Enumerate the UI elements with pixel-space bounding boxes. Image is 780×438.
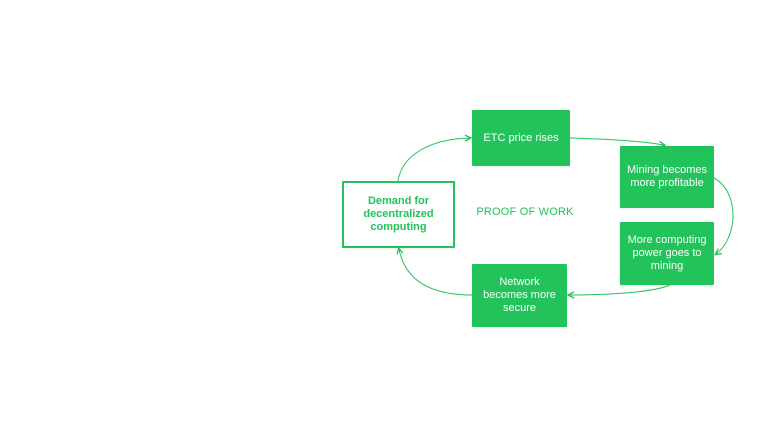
center-label: PROOF OF WORK [476, 206, 574, 218]
node-price: ETC price rises [472, 110, 570, 166]
node-price-label: ETC price rises [483, 131, 559, 144]
node-mining: Mining becomes more profitable [620, 146, 714, 208]
arrow-network-to-demand [399, 249, 473, 296]
arrow-price-to-mining [569, 137, 664, 145]
node-demand-label: Demand for decentralized computing [363, 195, 434, 233]
node-mining-label: Mining becomes more profitable [626, 164, 708, 189]
arrow-mining-to-computing [713, 177, 734, 254]
node-network-label: Network becomes more secure [483, 276, 556, 314]
node-demand: Demand for decentralized computing [342, 181, 455, 248]
node-computing-label: More computing power goes to mining [627, 234, 707, 272]
node-computing: More computing power goes to mining [620, 222, 714, 285]
node-network: Network becomes more secure [472, 264, 567, 327]
arrow-demand-to-price [397, 138, 470, 182]
arrow-computing-to-network [569, 284, 671, 295]
